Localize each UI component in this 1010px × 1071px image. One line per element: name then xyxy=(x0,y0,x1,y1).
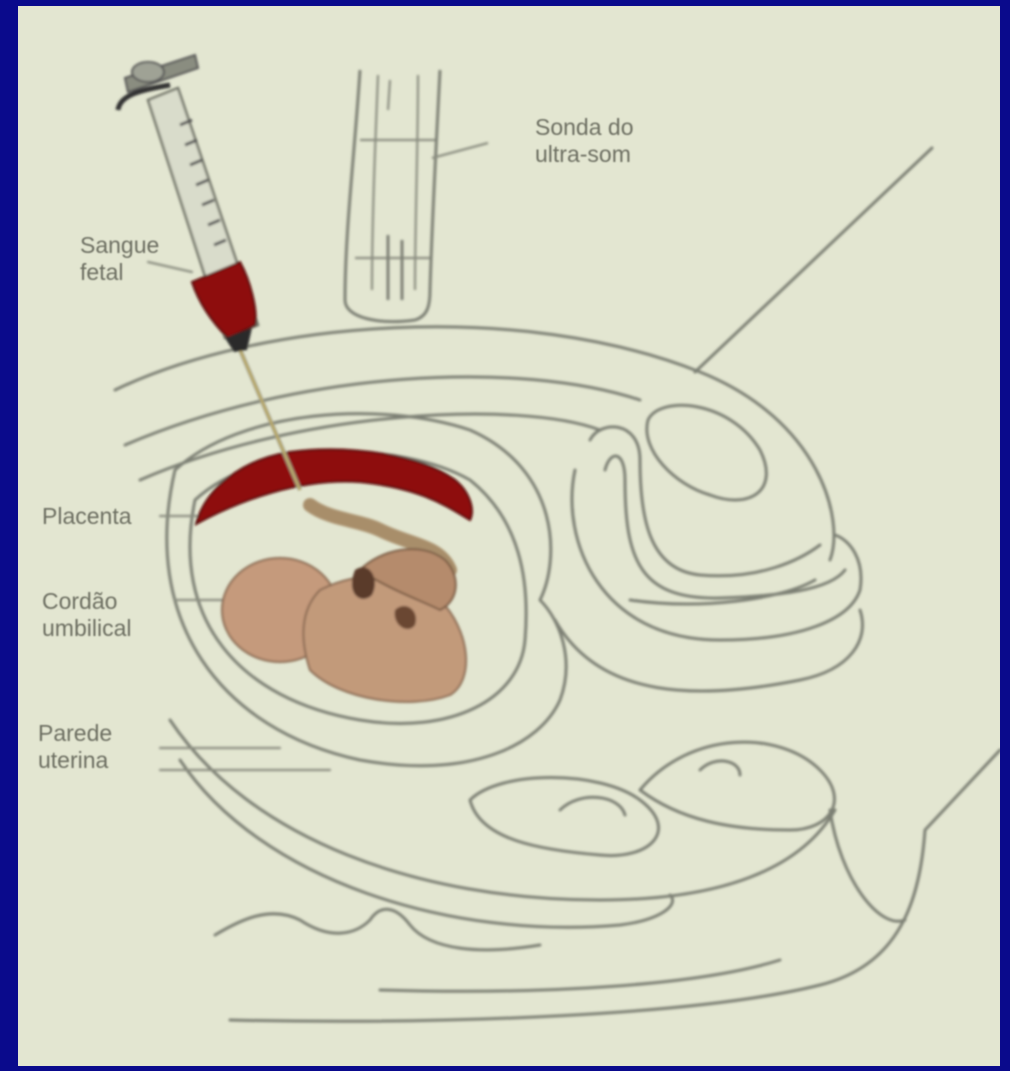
ultrasound-probe-icon xyxy=(345,70,488,322)
bowel-loop-4 xyxy=(700,761,740,775)
placenta-label: Placenta xyxy=(42,503,132,530)
uterine-wall-label-line-1: Parede xyxy=(38,720,112,747)
fetal-blood-label-line-2: fetal xyxy=(80,259,159,286)
probe-label: Sonda do ultra-som xyxy=(535,114,633,168)
vaginal-curve xyxy=(215,909,540,950)
abdominal-wall-outer xyxy=(115,327,834,560)
amniocentesis-diagram xyxy=(18,6,1000,1066)
uterine-wall-label: Parede uterina xyxy=(38,720,112,774)
placenta-label-text: Placenta xyxy=(42,503,132,530)
bladder xyxy=(647,405,767,500)
umbilical-cord-label-line-1: Cordão xyxy=(42,588,131,615)
umbilical-cord-label-line-2: umbilical xyxy=(42,615,131,642)
probe-label-line-1: Sonda do xyxy=(535,114,633,141)
diagram-paper: Sonda do ultra-som Sangue fetal Placenta… xyxy=(18,6,1000,1066)
organ-fold-3 xyxy=(572,470,861,640)
probe-label-line-2: ultra-som xyxy=(535,141,633,168)
bowel-loop-3 xyxy=(640,742,834,830)
back-line xyxy=(830,810,905,921)
bowel-loop-2 xyxy=(560,797,625,815)
sacrum-inner xyxy=(380,960,780,991)
fetus-icon xyxy=(222,549,466,702)
umbilical-cord-label: Cordão umbilical xyxy=(42,588,131,642)
fetal-blood xyxy=(192,262,256,338)
bowel-loop-1 xyxy=(470,778,659,856)
uterine-wall-label-line-2: uterina xyxy=(38,747,112,774)
organ-fold-5 xyxy=(555,610,863,691)
fetal-blood-label: Sangue fetal xyxy=(80,232,159,286)
abdomen-pointer-line xyxy=(695,148,932,372)
lower-curve-2 xyxy=(180,760,673,927)
fetal-blood-label-line-1: Sangue xyxy=(80,232,159,259)
abdominal-wall-line-2 xyxy=(125,377,640,445)
